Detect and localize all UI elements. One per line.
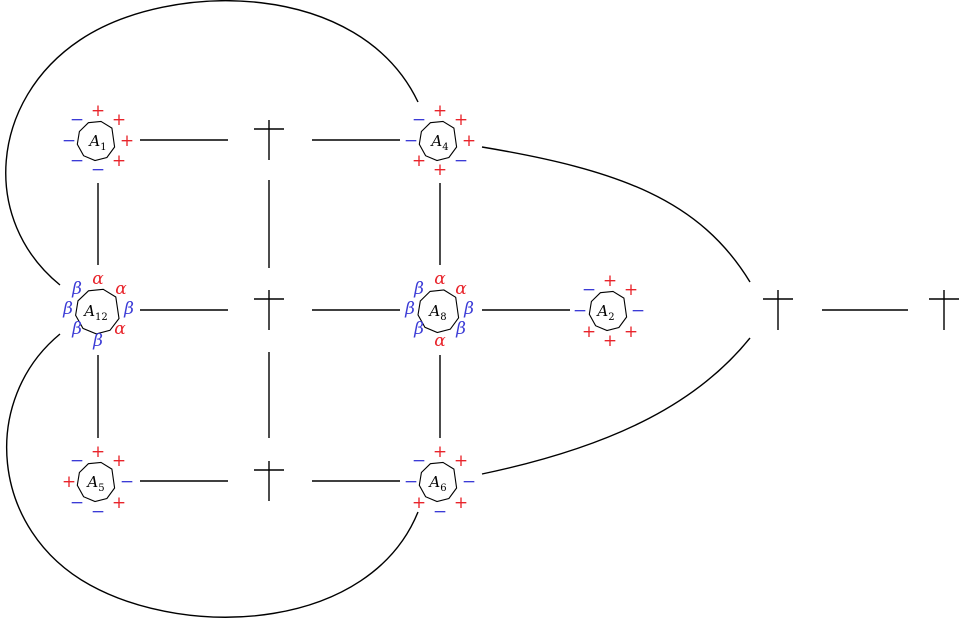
alpha-symbol: α	[92, 269, 104, 289]
minus-sign: −	[62, 131, 76, 151]
dagger-icon	[763, 290, 793, 330]
minus-sign: −	[582, 280, 596, 300]
node-label-a6: A	[427, 473, 440, 491]
alpha-symbol: α	[455, 279, 467, 299]
beta-symbol: β	[62, 299, 73, 319]
svg-text:A6: A6	[427, 473, 446, 494]
minus-sign: −	[70, 110, 84, 130]
plus-sign: +	[91, 101, 105, 121]
alpha-symbol: α	[115, 279, 127, 299]
plus-sign: +	[91, 442, 105, 462]
node-label-a12: A	[82, 302, 95, 320]
plus-sign: +	[603, 331, 617, 351]
beta-symbol: β	[123, 299, 134, 319]
plus-sign: +	[433, 442, 447, 462]
node-a8: A8 α α α β β β β β	[404, 269, 474, 351]
beta-symbol: β	[463, 299, 474, 319]
minus-sign: −	[404, 131, 418, 151]
plus-sign: +	[112, 451, 126, 471]
beta-symbol: β	[413, 279, 424, 299]
svg-text:A2: A2	[595, 302, 614, 323]
node-a1: A1 + + + + − − − −	[62, 101, 134, 180]
minus-sign: −	[404, 472, 418, 492]
node-a12: A12 α α α β β β β β	[62, 269, 134, 351]
edge-a6-dagger3	[481, 337, 751, 475]
node-label-a1: A	[87, 132, 100, 150]
minus-sign: −	[70, 451, 84, 471]
edges	[5, 0, 908, 618]
dagger-icon	[254, 461, 284, 501]
minus-sign: −	[573, 301, 587, 321]
plus-sign: +	[454, 493, 468, 513]
minus-sign: −	[412, 451, 426, 471]
beta-symbol: β	[404, 299, 415, 319]
dagger-markers	[254, 120, 959, 501]
svg-text:A8: A8	[427, 302, 446, 323]
node-a6: A6 + + − − − + − +	[404, 442, 476, 522]
minus-sign: −	[70, 151, 84, 171]
node-a5: A5 + + − + − − − +	[62, 442, 134, 522]
plus-sign: +	[624, 280, 638, 300]
plus-sign: +	[603, 271, 617, 291]
minus-sign: −	[120, 472, 134, 492]
plus-sign: +	[582, 322, 596, 342]
plus-sign: +	[412, 493, 426, 513]
plus-sign: +	[112, 493, 126, 513]
plus-sign: +	[120, 131, 134, 151]
svg-text:A4: A4	[429, 132, 448, 153]
minus-sign: −	[412, 110, 426, 130]
plus-sign: +	[454, 110, 468, 130]
beta-symbol: β	[413, 319, 424, 339]
svg-text:A1: A1	[87, 132, 106, 153]
node-label-a2: A	[595, 302, 608, 320]
beta-symbol: β	[71, 279, 82, 299]
plus-sign: +	[624, 322, 638, 342]
alpha-symbol: α	[434, 331, 446, 351]
plus-sign: +	[462, 131, 476, 151]
minus-sign: −	[91, 160, 105, 180]
plus-sign: +	[62, 472, 76, 492]
plus-sign: +	[412, 151, 426, 171]
alpha-symbol: α	[114, 319, 126, 339]
dagger-icon	[254, 290, 284, 330]
minus-sign: −	[454, 151, 468, 171]
minus-sign: −	[462, 472, 476, 492]
minus-sign: −	[70, 493, 84, 513]
edge-a12-a4-arc	[5, 0, 419, 286]
node-label-a4: A	[429, 132, 442, 150]
minus-sign: −	[631, 301, 645, 321]
plus-sign: +	[112, 151, 126, 171]
plus-sign: +	[454, 451, 468, 471]
plus-sign: +	[112, 110, 126, 130]
dagger-icon	[254, 120, 284, 160]
node-a4: A4 + + + + − − + −	[404, 101, 476, 180]
minus-sign: −	[433, 502, 447, 522]
beta-symbol: β	[455, 319, 466, 339]
node-label-a5: A	[85, 473, 98, 491]
alpha-symbol: α	[434, 269, 446, 289]
edge-a12-a6-arc	[6, 333, 419, 618]
plus-sign: +	[433, 160, 447, 180]
minus-sign: −	[91, 502, 105, 522]
plus-sign: +	[433, 101, 447, 121]
beta-symbol: β	[92, 331, 103, 351]
svg-text:A5: A5	[85, 473, 104, 494]
beta-symbol: β	[71, 319, 82, 339]
svg-text:A12: A12	[82, 302, 108, 323]
node-label-a8: A	[427, 302, 440, 320]
node-a2: A2 + + − − − + + +	[573, 271, 645, 351]
dagger-icon	[929, 290, 959, 330]
edge-a4-dagger3	[481, 146, 751, 283]
